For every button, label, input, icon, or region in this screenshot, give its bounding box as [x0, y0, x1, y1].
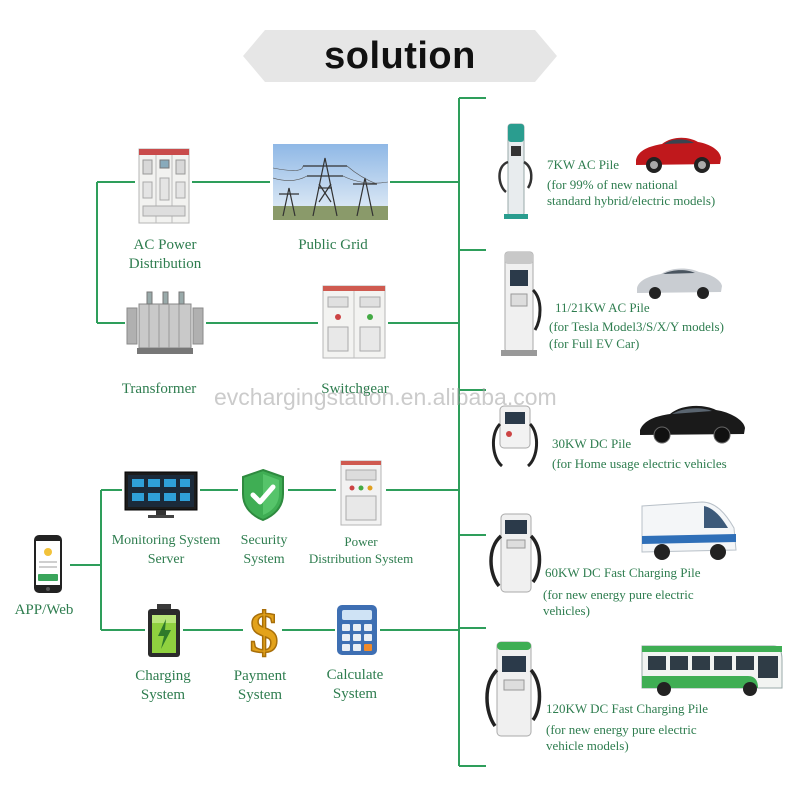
dc-pile-60kw-icon	[489, 513, 542, 593]
pile-5-desc-2: vehicle models)	[546, 738, 629, 753]
watermark: evchargingstation.en.alibaba.com	[214, 384, 557, 410]
pile-1-desc-1: (for 99% of new national	[547, 177, 678, 192]
pile-4-desc-1: (for new energy pure electric	[543, 587, 694, 602]
smartphone-icon	[34, 535, 62, 593]
app-web-label: APP/Web	[14, 602, 74, 618]
pile-2-title: 11/21KW AC Pile	[555, 300, 650, 315]
monitoring-system-label: Monitoring System Server	[111, 533, 221, 567]
pile-2-desc-1: (for Tesla Model3/S/X/Y models)	[549, 319, 724, 334]
electric-bus-icon	[641, 645, 783, 696]
monitor-icon	[124, 471, 198, 518]
ac-pile-7kw-icon	[498, 123, 533, 219]
switchgear-icon	[322, 285, 386, 359]
charging-system-label: Charging System	[135, 668, 191, 703]
calculator-icon	[337, 605, 377, 655]
silver-sedan-icon	[637, 268, 722, 299]
ac-power-cabinet-icon	[138, 148, 190, 224]
dollar-sign-icon: $	[249, 600, 280, 660]
ac-power-distribution-label: AC Power Distribution	[128, 237, 202, 272]
pile-3-title: 30KW DC Pile	[552, 436, 632, 451]
pile-4-title: 60KW DC Fast Charging Pile	[545, 565, 701, 580]
pile-4-desc-2: vehicles)	[543, 603, 590, 618]
dc-pile-120kw-icon	[485, 641, 542, 737]
public-grid-label: Public Grid	[298, 237, 368, 253]
banner-title: solution	[324, 34, 476, 77]
power-grid-tower-icon	[273, 144, 388, 220]
switchgear-label: Switchgear	[321, 381, 389, 397]
pile-2-desc-2: (for Full EV Car)	[549, 336, 640, 351]
pile-3-desc-1: (for Home usage electric vehicles	[552, 456, 727, 471]
ac-pile-11-21kw-icon	[501, 251, 542, 356]
black-sedan-icon	[640, 405, 745, 444]
security-system-label: Security System	[240, 533, 288, 567]
dc-pile-30kw-icon	[492, 405, 538, 468]
distribution-cabinet-icon	[340, 460, 382, 526]
transformer-icon	[126, 291, 204, 354]
pile-5-title: 120KW DC Fast Charging Pile	[546, 701, 709, 716]
payment-system-label: Payment System	[233, 668, 287, 703]
banner-shape	[243, 30, 557, 82]
pile-1-title: 7KW AC Pile	[547, 157, 619, 172]
calculate-system-label: Calculate System	[326, 667, 384, 702]
pile-5-desc-1: (for new energy pure electric	[546, 722, 697, 737]
shield-check-icon	[242, 468, 284, 522]
transformer-label: Transformer	[121, 381, 197, 397]
svg-text:$: $	[250, 600, 279, 660]
battery-icon	[148, 604, 180, 657]
white-van-icon	[641, 501, 737, 560]
pile-1-desc-2: standard hybrid/electric models)	[547, 193, 716, 208]
power-distribution-system-label: Power Distribution System	[308, 534, 414, 566]
red-sedan-icon	[636, 137, 721, 173]
